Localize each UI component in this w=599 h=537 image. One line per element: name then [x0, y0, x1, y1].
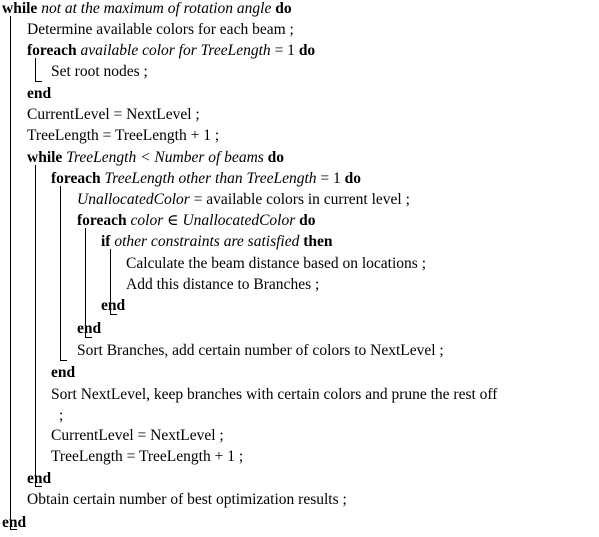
line-end-foreach-root: end	[27, 85, 52, 102]
block-foot-outer-while	[10, 529, 17, 530]
line-add-distance: Add this distance to Branches ;	[126, 276, 320, 293]
line-inner-while: while TreeLength < Number of beams do	[27, 149, 285, 166]
block-foot-inner-while	[35, 486, 42, 487]
line-sort-next-level-semicolon: ;	[59, 407, 64, 424]
block-foot-foreach-root	[35, 81, 42, 82]
line-outer-while: while not at the maximum of rotation ang…	[2, 0, 292, 17]
line-unallocated-color: UnallocatedColor = available colors in c…	[77, 191, 410, 208]
block-bar-foreach-level	[60, 186, 61, 361]
block-foot-foreach-color	[85, 337, 92, 338]
line-determine-colors: Determine available colors for each beam…	[27, 21, 294, 38]
line-if-constraints: if other constraints are satisfied then	[101, 233, 333, 250]
line-tree-length-2: TreeLength = TreeLength + 1 ;	[51, 448, 244, 465]
line-end-foreach-color: end	[77, 320, 102, 337]
line-end-if: end	[101, 297, 126, 314]
block-bar-if	[110, 249, 111, 315]
line-current-level-2: CurrentLevel = NextLevel ;	[51, 427, 224, 444]
block-bar-foreach-root	[35, 58, 36, 82]
line-current-level-1: CurrentLevel = NextLevel ;	[27, 106, 200, 123]
block-foot-foreach-level	[60, 360, 67, 361]
block-foot-if	[110, 314, 117, 315]
line-tree-length-1: TreeLength = TreeLength + 1 ;	[27, 127, 220, 144]
line-end-outer-while: end	[2, 514, 27, 531]
line-foreach-available-color: foreach available color for TreeLength =…	[27, 42, 316, 59]
line-obtain-results: Obtain certain number of best optimizati…	[27, 491, 347, 508]
line-set-root-nodes: Set root nodes ;	[51, 63, 148, 80]
line-end-foreach-level: end	[51, 364, 76, 381]
line-sort-next-level: Sort NextLevel, keep branches with certa…	[51, 386, 498, 403]
line-foreach-color: foreach color ∈ UnallocatedColor do	[77, 212, 316, 229]
block-bar-inner-while	[35, 165, 36, 487]
line-end-inner-while: end	[27, 470, 52, 487]
block-bar-foreach-color	[85, 228, 86, 338]
block-bar-outer-while	[10, 16, 11, 530]
line-sort-branches: Sort Branches, add certain number of col…	[77, 342, 444, 359]
line-calculate-distance: Calculate the beam distance based on loc…	[126, 255, 426, 272]
line-foreach-tree-length: foreach TreeLength other than TreeLength…	[51, 170, 362, 187]
